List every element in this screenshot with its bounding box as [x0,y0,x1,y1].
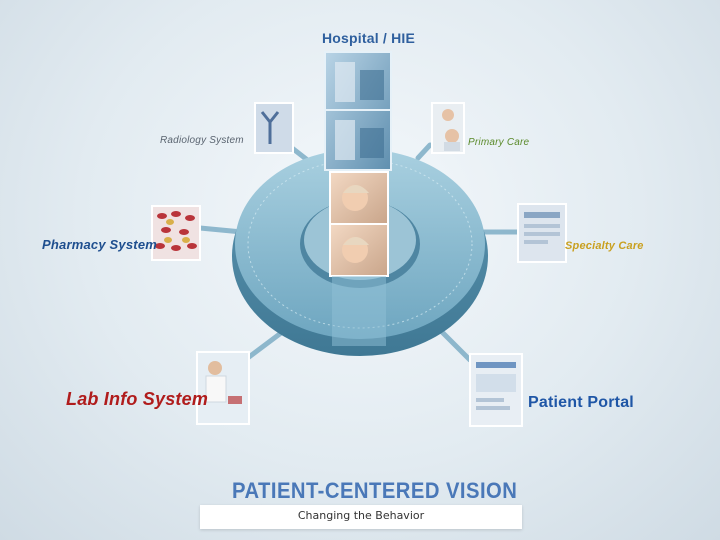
caption-bar: Changing the Behavior [200,505,522,529]
radiology-cube [255,103,293,153]
specialty-care-label: Specialty Care [565,240,644,252]
hospital-hie-label: Hospital / HIE [322,30,415,46]
caption-text: Changing the Behavior [200,509,522,522]
hospital-tower [325,52,391,170]
primary-care-label: Primary Care [468,137,529,148]
lab-cube [197,352,249,424]
lab-info-system-label: Lab Info System [66,389,208,410]
patient-column [330,172,388,346]
patient-portal-cube [470,354,522,426]
specialty-care-cube [518,204,566,262]
vision-title: PATIENT-CENTERED VISION [232,478,517,504]
pharmacy-cube [152,206,200,260]
patient-portal-label: Patient Portal [528,394,634,412]
primary-care-cube [432,103,464,153]
pharmacy-system-label: Pharmacy System [42,237,157,252]
radiology-system-label: Radiology System [160,135,244,146]
